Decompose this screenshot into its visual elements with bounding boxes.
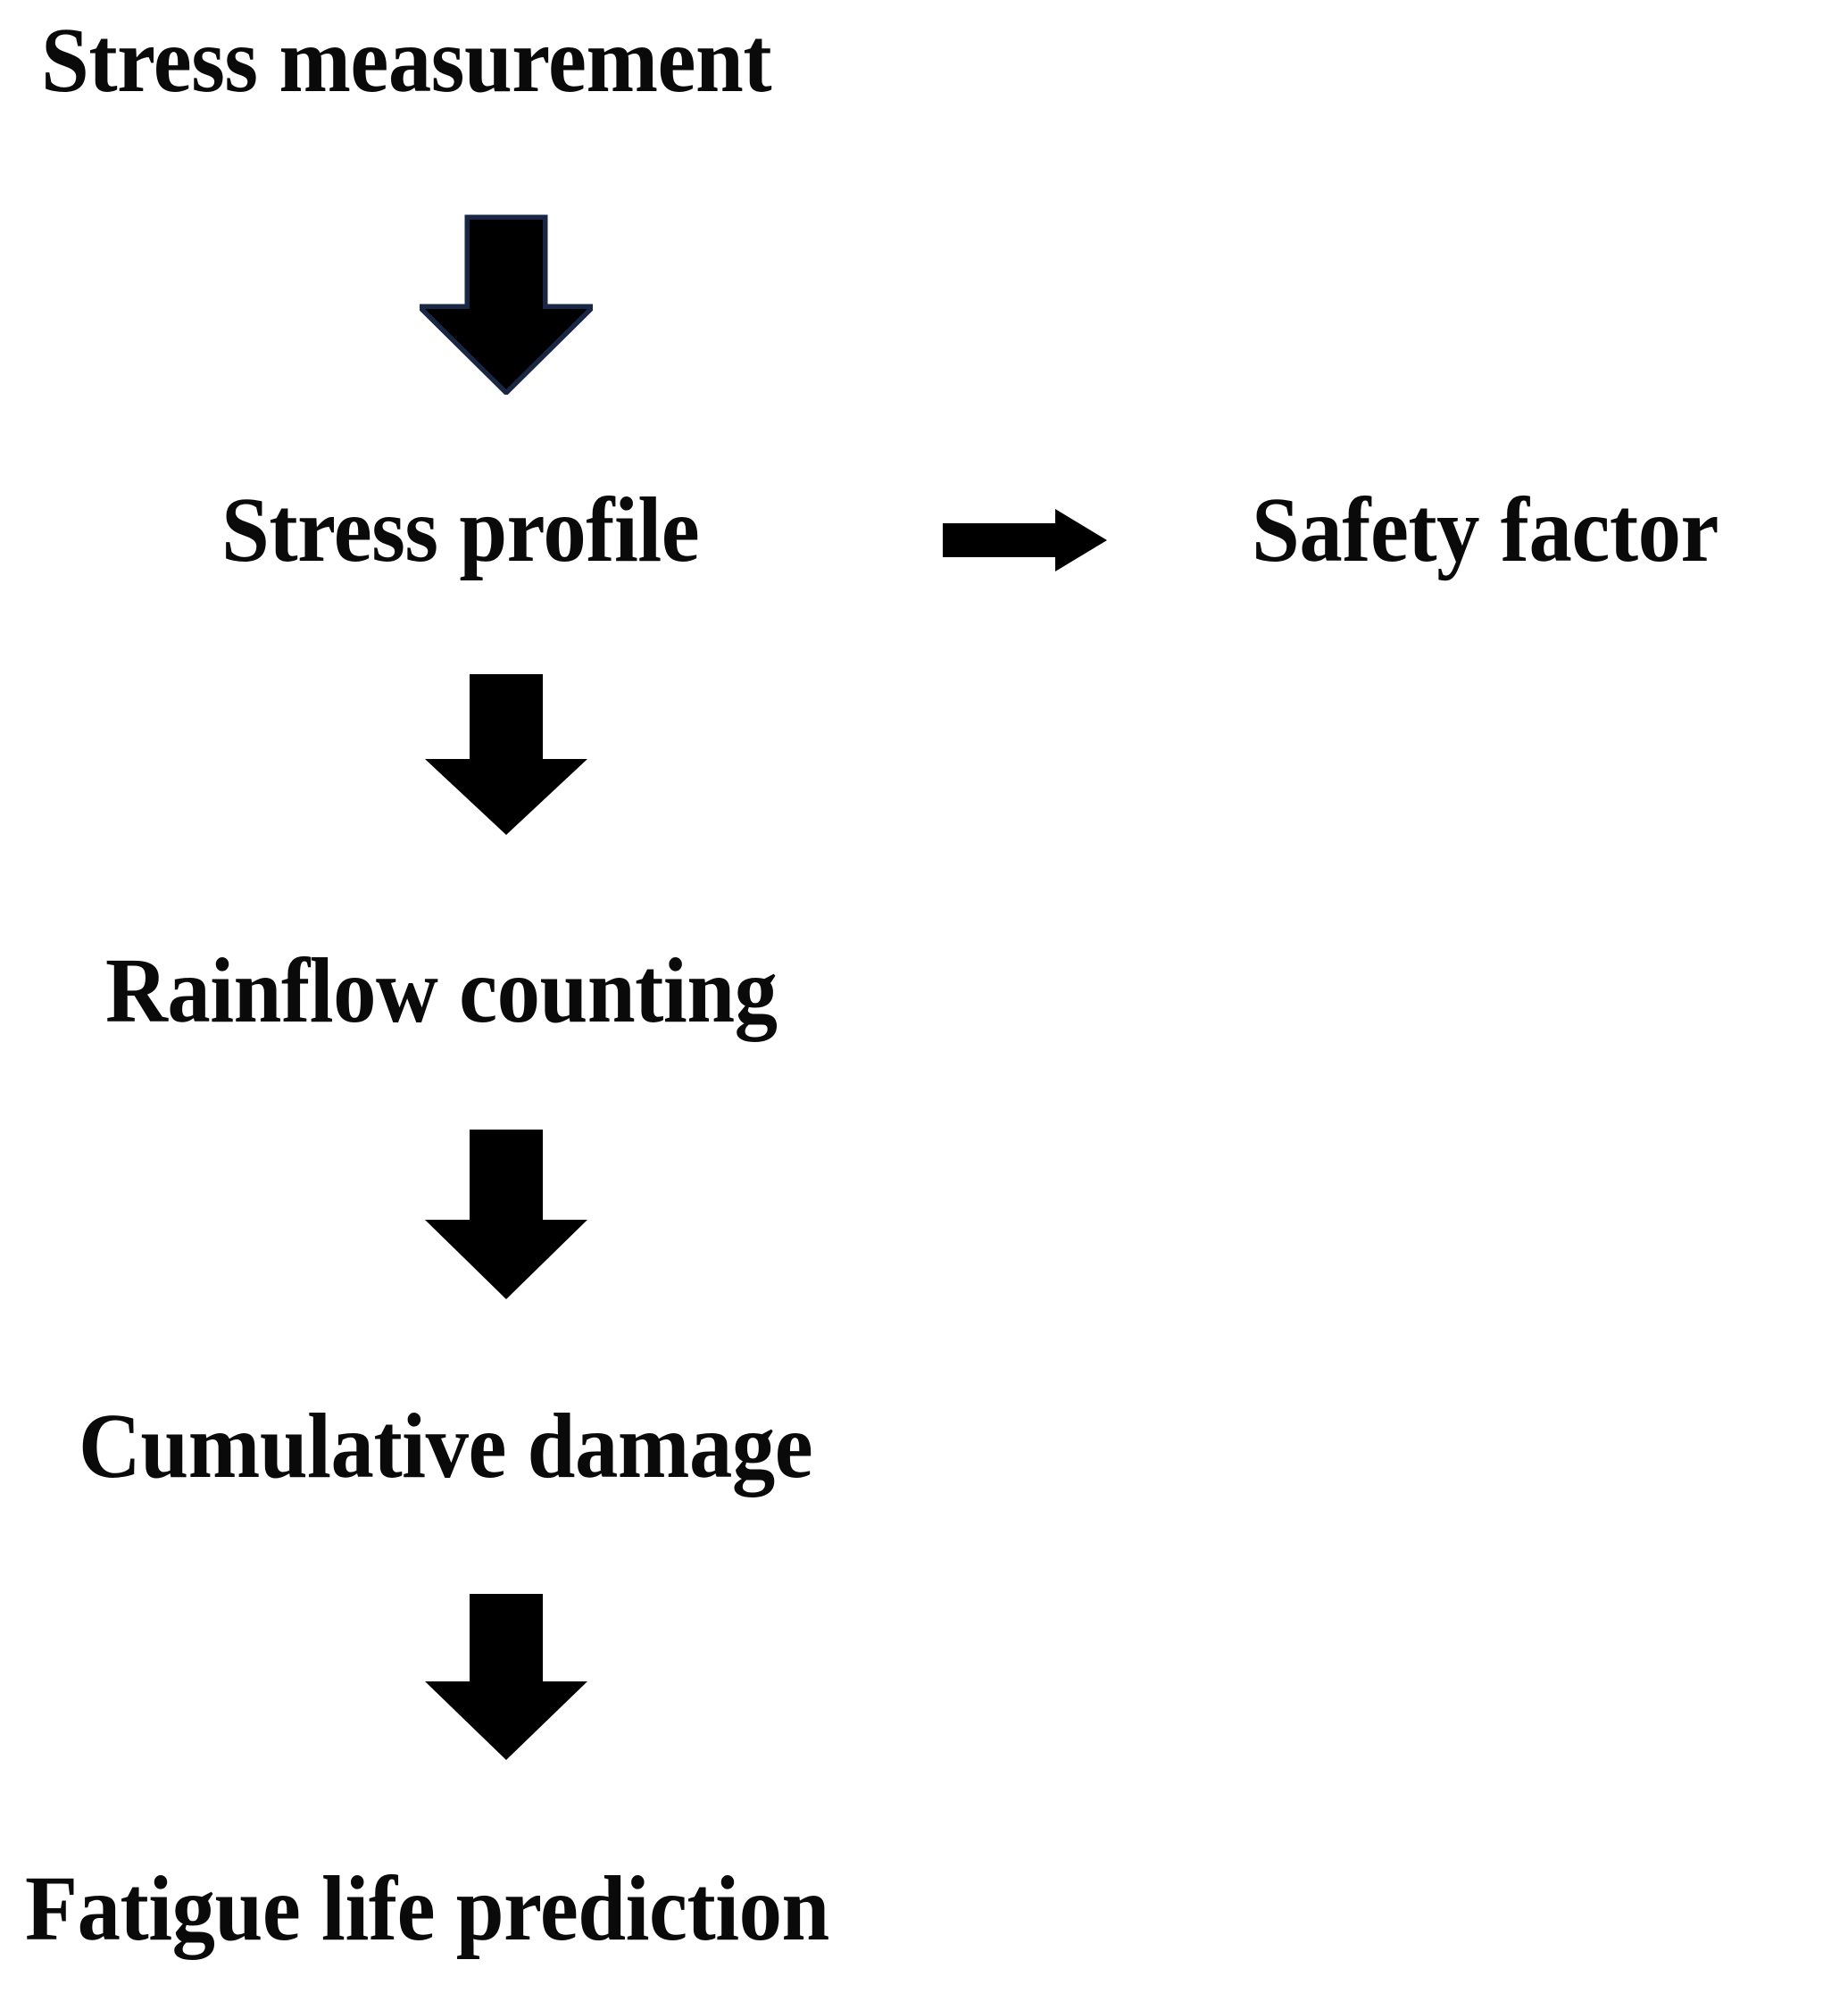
node-cumulative-damage: Cumulative damage [79,1395,813,1497]
node-rainflow-counting: Rainflow counting [105,939,778,1042]
arrow-down-measurement-to-profile-icon [420,214,593,395]
arrow-down-damage-to-fatigue-icon [420,1591,593,1763]
arrow-down-profile-to-rainflow-icon [420,671,593,838]
node-fatigue-life-prediction: Fatigue life prediction [25,1857,829,1960]
node-stress-profile: Stress profile [221,479,700,581]
node-stress-measurement: Stress measurement [41,9,772,112]
arrow-right-profile-to-safety-icon [937,505,1112,575]
arrow-down-rainflow-to-damage-icon [420,1127,593,1302]
node-safety-factor: Safety factor [1252,479,1719,581]
